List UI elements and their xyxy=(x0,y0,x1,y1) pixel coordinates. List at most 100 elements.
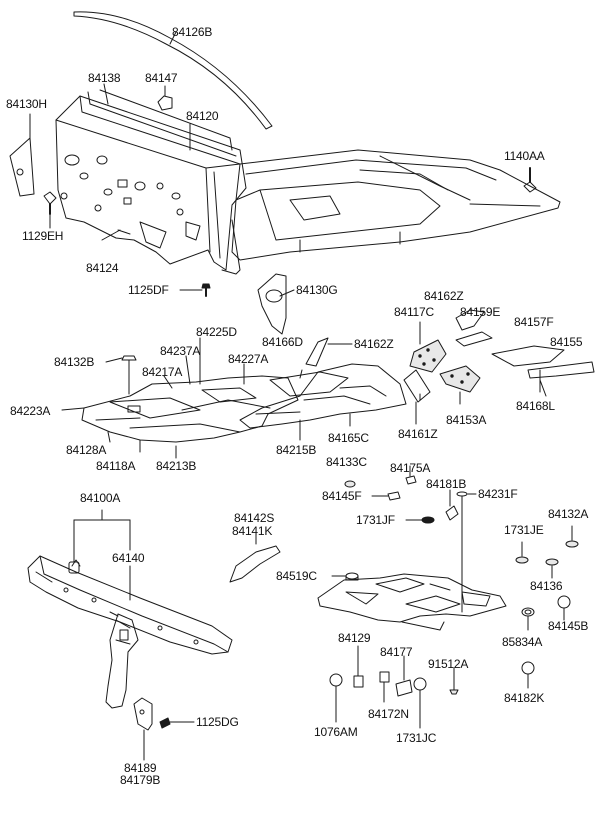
callout-84165c: 84165C xyxy=(328,431,369,445)
callout-84161z: 84161Z xyxy=(398,427,438,441)
callout-84130h: 84130H xyxy=(6,97,47,111)
callout-84126b: 84126B xyxy=(172,25,213,39)
dash-panel xyxy=(55,89,247,271)
callout-84179b: 84179B xyxy=(120,773,161,787)
grommet-84100a xyxy=(68,519,80,574)
plug-84136 xyxy=(545,558,559,579)
strip-84166d xyxy=(305,337,353,367)
callout-84124: 84124 xyxy=(86,261,119,275)
floor-insulator-left xyxy=(81,375,299,443)
grommet-84147 xyxy=(157,85,173,111)
callout-84159e: 84159E xyxy=(460,305,501,319)
callout-84189: 84189 xyxy=(124,761,157,775)
callout-1125df: 1125DF xyxy=(128,283,169,297)
callout-84100a: 84100A xyxy=(80,491,121,505)
callout-84142s: 84142S xyxy=(234,511,275,525)
callout-1731jf: 1731JF xyxy=(356,513,395,527)
callout-84117c: 84117C xyxy=(394,305,434,319)
plug-84182k xyxy=(521,661,535,689)
callout-84231f: 84231F xyxy=(478,487,518,501)
callout-84225d: 84225D xyxy=(196,325,237,339)
callout-84155: 84155 xyxy=(550,335,583,349)
tape-84177 xyxy=(395,655,413,697)
callout-84166d: 84166D xyxy=(262,335,303,349)
floor-insulator-right xyxy=(239,363,407,429)
cowl-top-strip xyxy=(73,11,273,130)
plug-84519c xyxy=(331,572,359,581)
clip-84132b xyxy=(105,355,137,395)
leaders-middle xyxy=(61,337,547,459)
callout-84136: 84136 xyxy=(530,579,563,593)
callout-91512a: 91512A xyxy=(428,657,469,671)
callout-84132b: 84132B xyxy=(54,355,95,369)
seal-84130g xyxy=(257,273,287,335)
bolt-1129eh xyxy=(43,191,57,229)
callout-84237a: 84237A xyxy=(160,344,201,358)
callout-1731je: 1731JE xyxy=(504,523,544,537)
callout-84128a: 84128A xyxy=(66,443,107,457)
tape-84172n xyxy=(379,671,390,703)
callout-84182k: 84182K xyxy=(504,691,545,705)
plug-85834a xyxy=(521,607,535,631)
pad-84117c xyxy=(409,321,447,373)
callout-84145f: 84145F xyxy=(322,489,362,503)
leaders-84100a xyxy=(73,509,131,601)
callout-1125dg: 1125DG xyxy=(196,715,239,729)
callout-84217a: 84217A xyxy=(142,365,183,379)
callout-84172n: 84172N xyxy=(368,707,409,721)
plug-1076am xyxy=(329,673,343,723)
floor-pad-set xyxy=(317,573,507,631)
insulator-84157f xyxy=(491,345,565,367)
callout-84118a: 84118A xyxy=(96,459,136,473)
callout-1731jc: 1731JC xyxy=(396,731,437,745)
clip-84175a xyxy=(405,465,417,485)
plug-91512a xyxy=(449,667,459,695)
callout-84162z-lower: 84162Z xyxy=(354,337,394,351)
clip-84181b xyxy=(445,489,459,521)
insulator-84155 xyxy=(527,361,595,393)
plug-84132a xyxy=(565,525,579,548)
pad-84159e xyxy=(455,309,493,347)
bracket-64140 xyxy=(105,613,139,709)
callout-84215b: 84215B xyxy=(276,443,317,457)
callout-84227a: 84227A xyxy=(228,352,269,366)
pad-84153a xyxy=(439,365,481,405)
plug-84133c xyxy=(344,480,356,488)
callout-84130g: 84130G xyxy=(296,283,338,297)
plug-1731je xyxy=(515,541,529,564)
plug-1731jc xyxy=(413,677,427,729)
callout-84519c: 84519C xyxy=(276,569,317,583)
screw-1125dg xyxy=(159,717,195,729)
clip-84145f xyxy=(371,491,401,501)
callout-84162z-upper: 84162Z xyxy=(424,289,464,303)
bracket-84189 xyxy=(133,697,153,761)
callout-84145b: 84145B xyxy=(548,619,589,633)
callout-84129: 84129 xyxy=(338,631,371,645)
plug-1731jf xyxy=(405,516,435,524)
callout-84175a: 84175A xyxy=(390,461,431,475)
plug-84231f xyxy=(456,491,477,613)
callout-1140aa: 1140AA xyxy=(504,149,545,163)
callout-1129eh: 1129EH xyxy=(22,229,64,243)
callout-84213b: 84213B xyxy=(156,459,197,473)
callout-84120: 84120 xyxy=(186,109,219,123)
callout-84157f: 84157F xyxy=(514,315,554,329)
callout-64140: 64140 xyxy=(112,551,145,565)
callout-85834a: 85834A xyxy=(502,635,543,649)
callout-84223a: 84223A xyxy=(10,404,51,418)
pad-84142s xyxy=(229,533,281,583)
plug-84145b xyxy=(557,595,571,621)
callout-84141k: 84141K xyxy=(232,524,273,538)
strip-84161z xyxy=(403,369,431,425)
callout-84147: 84147 xyxy=(145,71,178,85)
bolt-1140aa xyxy=(523,167,537,193)
bracket-84130h xyxy=(9,113,35,197)
callout-84132a: 84132A xyxy=(548,507,589,521)
callout-84168l: 84168L xyxy=(516,399,555,413)
callout-84177: 84177 xyxy=(380,645,413,659)
cowl-crossmember xyxy=(27,555,233,655)
callout-84138: 84138 xyxy=(88,71,121,85)
callout-84181b: 84181B xyxy=(426,477,467,491)
